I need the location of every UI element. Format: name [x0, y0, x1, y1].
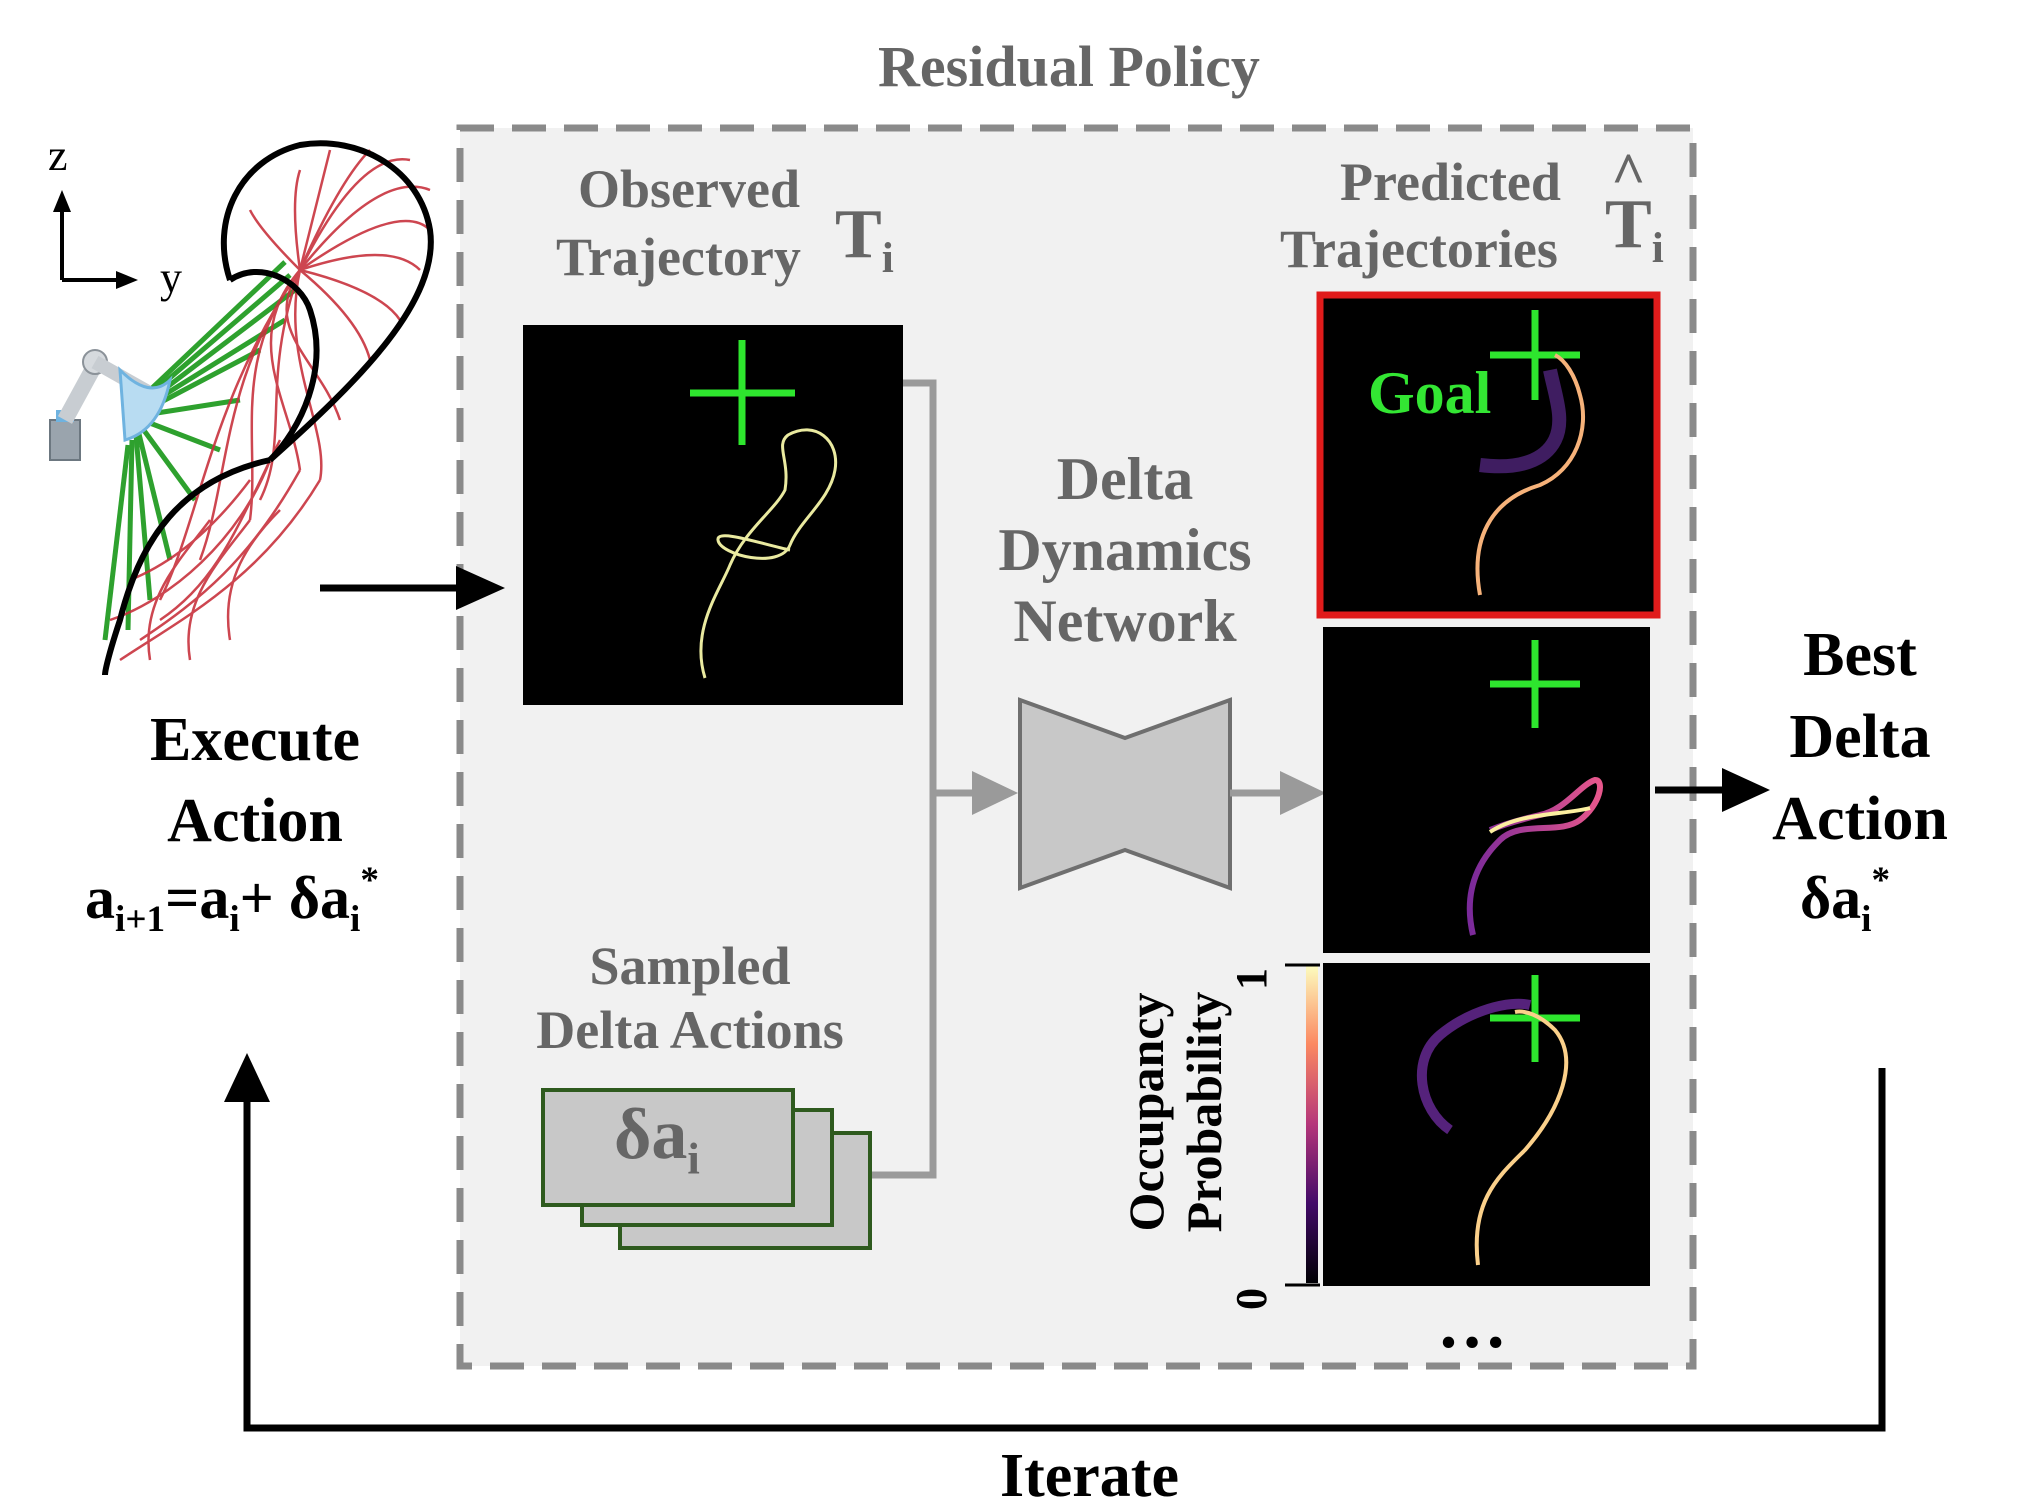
- best-delta-action-label: Best Delta Action: [1730, 615, 1990, 860]
- colorbar-label-line1: Occupancy: [1118, 992, 1174, 1232]
- network-label-line1: Delta: [1056, 446, 1194, 512]
- execute-label-line1: Execute: [149, 706, 361, 774]
- axes-icon: [53, 190, 138, 289]
- execute-label-line2: Action: [167, 786, 343, 855]
- observed-label-line2: Trajectory: [556, 227, 801, 287]
- soft-arm-illustration: [49, 140, 434, 676]
- arrow-execute-to-observed: [320, 566, 505, 610]
- colorbar-max-label: 1: [1227, 968, 1276, 990]
- arrow-network-to-predictions: [1230, 771, 1326, 815]
- sampled-action-symbol: δai: [614, 1094, 700, 1184]
- observed-trajectory-symbol: Ti: [835, 196, 894, 283]
- best-label-line3: Action: [1772, 784, 1948, 853]
- network-label-line2: Dynamics: [998, 516, 1252, 583]
- target-cross-icon: [1490, 310, 1580, 400]
- predicted-trajectory-symbol: ^Ti: [1605, 141, 1664, 273]
- robot-icon: [49, 349, 173, 461]
- delta-dynamics-network-shape: [1018, 697, 1232, 891]
- colorbar-label-line2: Probability: [1175, 991, 1232, 1233]
- iterate-loop-arrow: [243, 1068, 1886, 1432]
- colorbar: [1306, 965, 1318, 1283]
- axis-y-label: y: [160, 253, 182, 302]
- sampled-label: Sampled Delta Actions: [515, 935, 865, 1062]
- more-predictions-ellipsis: …: [1437, 1286, 1507, 1363]
- target-cross-icon: [1490, 640, 1580, 728]
- best-delta-action-symbol: δai*: [1800, 859, 1891, 941]
- target-cross-icon: [690, 340, 795, 445]
- best-label-line1: Best: [1803, 621, 1917, 689]
- predicted-label-line2: Trajectories: [1280, 219, 1558, 279]
- connector-lines: [870, 379, 972, 1179]
- execute-action-formula: ai+1=ai+ δai*: [85, 859, 379, 941]
- predicted-panel-3: [1323, 963, 1650, 1286]
- best-label-line2: Delta: [1789, 702, 1931, 771]
- sampled-label-line1: Sampled: [589, 936, 791, 996]
- sampled-label-line2: Delta Actions: [536, 999, 844, 1060]
- sampled-actions-stack: [541, 1088, 872, 1250]
- iterate-arrowhead: [224, 1053, 270, 1102]
- goal-label: Goal: [1368, 360, 1492, 426]
- predicted-label-line1: Predicted: [1340, 152, 1561, 212]
- predicted-panel-best: [1316, 291, 1661, 619]
- observed-label-line1: Observed: [578, 159, 800, 219]
- target-cross-icon: [1490, 975, 1580, 1062]
- predicted-panel-2: [1323, 627, 1650, 953]
- arrow-into-network: [972, 771, 1018, 815]
- residual-policy-title: Residual Policy: [878, 34, 1260, 99]
- colorbar-min-label: 0: [1227, 1288, 1276, 1310]
- axis-z-label: z: [48, 131, 68, 180]
- colorbar-label: Occupancy Probability: [1118, 972, 1233, 1252]
- network-label-line3: Network: [1013, 587, 1237, 654]
- arrow-predictions-to-best: [1655, 768, 1770, 812]
- iterate-label: Iterate: [1000, 1442, 1179, 1510]
- observed-trajectory-panel: [523, 325, 903, 705]
- network-label: Delta Dynamics Network: [985, 444, 1265, 656]
- execute-action-label: Execute Action: [80, 700, 430, 861]
